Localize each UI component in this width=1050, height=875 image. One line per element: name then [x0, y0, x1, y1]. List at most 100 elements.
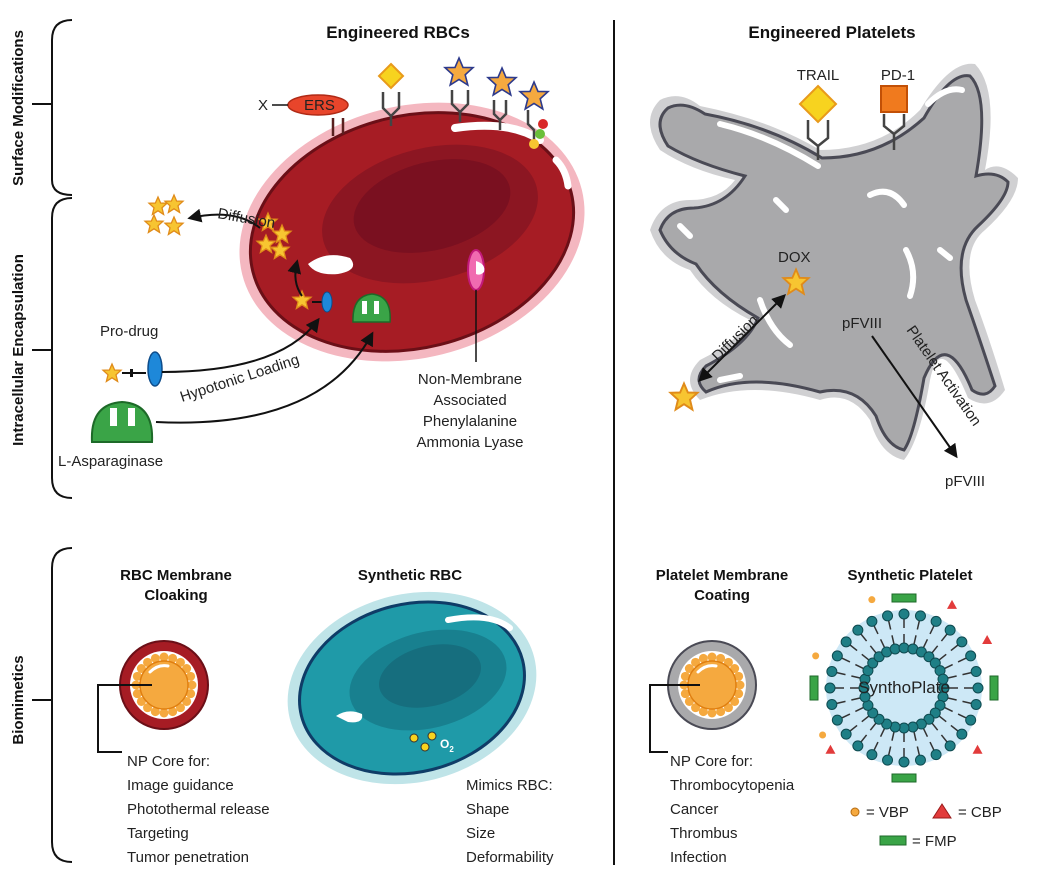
- mimics-item: Shape: [466, 801, 509, 818]
- np-spike: [680, 689, 690, 699]
- trail-receptor: [798, 84, 838, 160]
- section-label-surface: Surface Modifications: [10, 30, 27, 186]
- np-spike: [168, 707, 178, 717]
- lipid-head: [970, 666, 982, 678]
- np-spike: [691, 657, 701, 667]
- lipid-head: [944, 740, 956, 752]
- np-spike: [132, 671, 142, 681]
- plt-np-list: NP Core for: Thrombocytopenia Cancer Thr…: [670, 753, 795, 866]
- np-spike: [175, 703, 185, 713]
- asparaginase-label: L-Asparaginase: [58, 453, 163, 470]
- rbc-cloak-title-2: Cloaking: [144, 587, 207, 604]
- np-spike: [187, 680, 197, 690]
- rbc-np-item: Image guidance: [127, 777, 234, 794]
- np-spike: [730, 696, 740, 706]
- ers-label: ERS: [304, 97, 335, 114]
- hypotonic-label: Hypotonic Loading: [178, 351, 301, 406]
- pal-label-2: Associated: [433, 392, 506, 409]
- np-spike: [136, 696, 146, 706]
- lipid-head: [852, 740, 864, 752]
- cbp-label: = CBP: [958, 804, 1002, 821]
- lipid-head: [914, 754, 926, 766]
- antibody-star-2: [486, 66, 518, 130]
- np-spike: [698, 653, 708, 663]
- mimics-item: Mimics RBC:: [466, 777, 553, 794]
- synthoplate-label: SynthoPlate: [858, 678, 950, 697]
- rbc-cloaked-np: [119, 640, 209, 730]
- np-spike: [182, 696, 192, 706]
- plt-np-item: NP Core for:: [670, 753, 753, 770]
- antibody-star-3: [519, 81, 549, 149]
- np-spike: [680, 671, 690, 681]
- synthetic-rbc-title: Synthetic RBC: [358, 567, 462, 584]
- lipid-head: [972, 682, 984, 694]
- np-spike: [175, 657, 185, 667]
- np-spike: [707, 708, 717, 718]
- prodrug-molecule: [102, 351, 163, 387]
- cbp-peptide: [825, 744, 836, 754]
- mimics-list: Mimics RBC: Shape Size Deformability: [466, 777, 554, 866]
- dox-label: DOX: [778, 249, 811, 266]
- vbp-peptide: [812, 652, 820, 660]
- lipid-head: [826, 666, 838, 678]
- x-label: X: [258, 97, 268, 114]
- np-spike: [734, 689, 744, 699]
- np-spike: [159, 708, 169, 718]
- synthetic-plt-title: Synthetic Platelet: [847, 567, 972, 584]
- plt-coat-title-2: Coating: [694, 587, 750, 604]
- lipid-head: [898, 608, 910, 620]
- mimics-item: Size: [466, 825, 495, 842]
- lipid-head: [898, 756, 910, 768]
- np-spike: [716, 707, 726, 717]
- pfviii-outer-label: pFVIII: [945, 473, 985, 490]
- section-label-intracellular: Intracellular Encapsulation: [10, 254, 27, 446]
- prodrug-label: Pro-drug: [100, 323, 158, 340]
- lipid-head: [840, 728, 852, 740]
- rbc-np-item: Targeting: [127, 825, 189, 842]
- internal-asparaginase: [352, 293, 391, 323]
- antibody-star-1: [443, 56, 475, 122]
- rbc-np-list: NP Core for: Image guidance Photothermal…: [127, 753, 270, 866]
- fmp-peptide: [891, 773, 917, 783]
- pfviii-inner-label: pFVIII: [842, 315, 882, 332]
- cbp-peptide: [947, 599, 957, 609]
- np-spike: [730, 664, 740, 674]
- lipid-head: [882, 754, 894, 766]
- lipid-head: [866, 749, 878, 761]
- np-spike: [734, 671, 744, 681]
- np-spike: [684, 696, 694, 706]
- asparaginase-molecule: [90, 400, 154, 443]
- antibody-diamond: [377, 62, 405, 126]
- internal-prodrug: [312, 291, 333, 313]
- biomimetics-bracket: [32, 547, 73, 863]
- lipid-head: [852, 624, 864, 636]
- lipid-head: [824, 682, 836, 694]
- pd1-label: PD-1: [881, 67, 915, 84]
- np-spike: [684, 664, 694, 674]
- pal-label-1: Non-Membrane: [418, 371, 522, 388]
- np-spike: [150, 653, 160, 663]
- fmp-peptide: [809, 675, 819, 701]
- lipid-head: [930, 749, 942, 761]
- intracellular-bracket: [32, 197, 73, 499]
- cbp-icon: [932, 803, 952, 819]
- lipid-head: [831, 650, 843, 662]
- fmp-peptide: [989, 675, 999, 701]
- np-spike: [136, 664, 146, 674]
- np-spike: [735, 680, 745, 690]
- lipid-head: [930, 615, 942, 627]
- lipid-head: [970, 698, 982, 710]
- plt-np-item: Thrombocytopenia: [670, 777, 795, 794]
- plt-np-item: Thrombus: [670, 825, 738, 842]
- lipid-head: [840, 636, 852, 648]
- rbc-np-item: Tumor penetration: [127, 849, 249, 866]
- lipid-head: [956, 636, 968, 648]
- rbc-cell: [239, 102, 585, 362]
- np-spike: [723, 703, 733, 713]
- o2-label: O2: [440, 737, 454, 754]
- np-spike: [716, 653, 726, 663]
- fmp-label: = FMP: [912, 833, 957, 850]
- pal-enzyme: [467, 249, 485, 291]
- lipid-head: [826, 698, 838, 710]
